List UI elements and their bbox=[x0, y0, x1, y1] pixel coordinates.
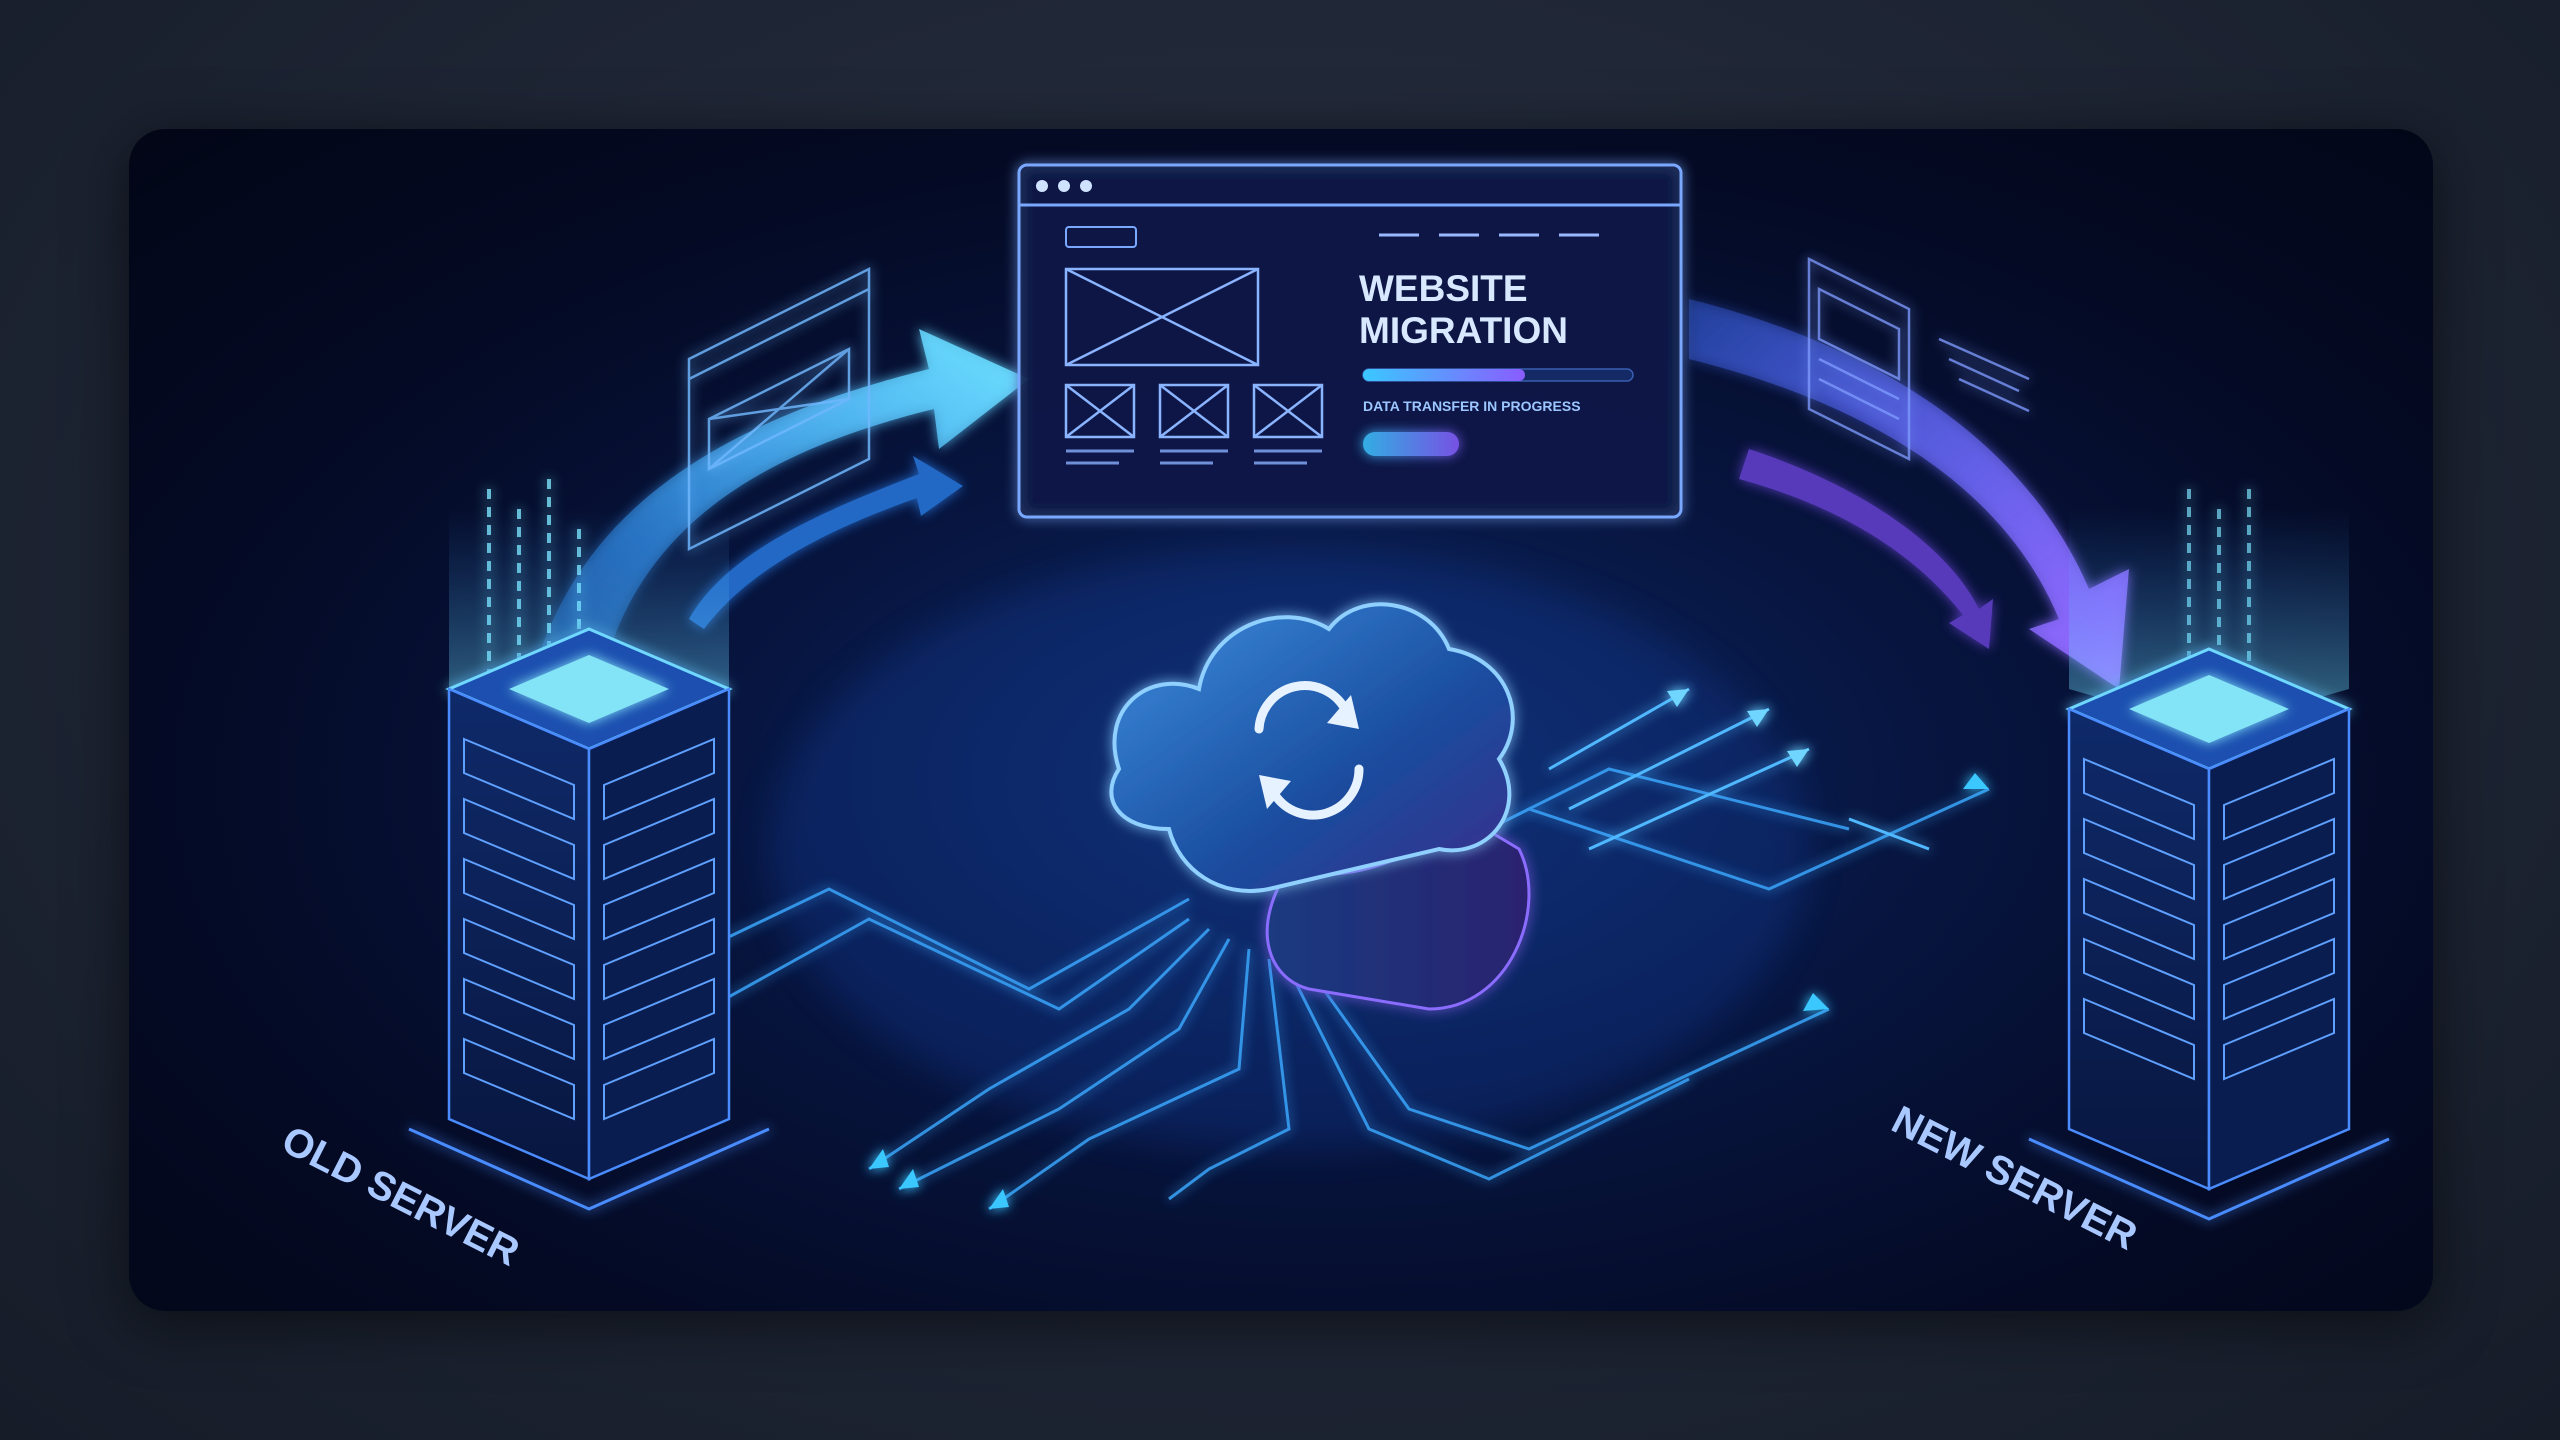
browser-title-line2: MIGRATION bbox=[1359, 310, 1568, 351]
cloud-outbound-arrows bbox=[1548, 687, 1930, 851]
browser-window-icon: WEBSITE MIGRATION DATA TRANSFER IN PROGR… bbox=[1017, 163, 1683, 519]
old-server-label: OLD SERVER bbox=[275, 1118, 526, 1275]
browser-title-line1: WEBSITE bbox=[1359, 268, 1528, 309]
cloud-sync-icon bbox=[1109, 602, 1531, 1011]
migration-diagram: WEBSITE MIGRATION DATA TRANSFER IN PROGR… bbox=[275, 163, 2390, 1275]
status-text: DATA TRANSFER IN PROGRESS bbox=[1363, 398, 1581, 414]
new-server-rack bbox=[2028, 509, 2390, 1221]
old-server-rack bbox=[408, 509, 770, 1211]
wireframe-page-icon-right bbox=[1807, 256, 2030, 462]
wireframe-page-icon bbox=[687, 266, 871, 552]
progress-bar-fill bbox=[1363, 369, 1525, 381]
browser-action-pill bbox=[1363, 432, 1459, 456]
migration-illustration-card: WEBSITE MIGRATION DATA TRANSFER IN PROGR… bbox=[129, 129, 2433, 1311]
